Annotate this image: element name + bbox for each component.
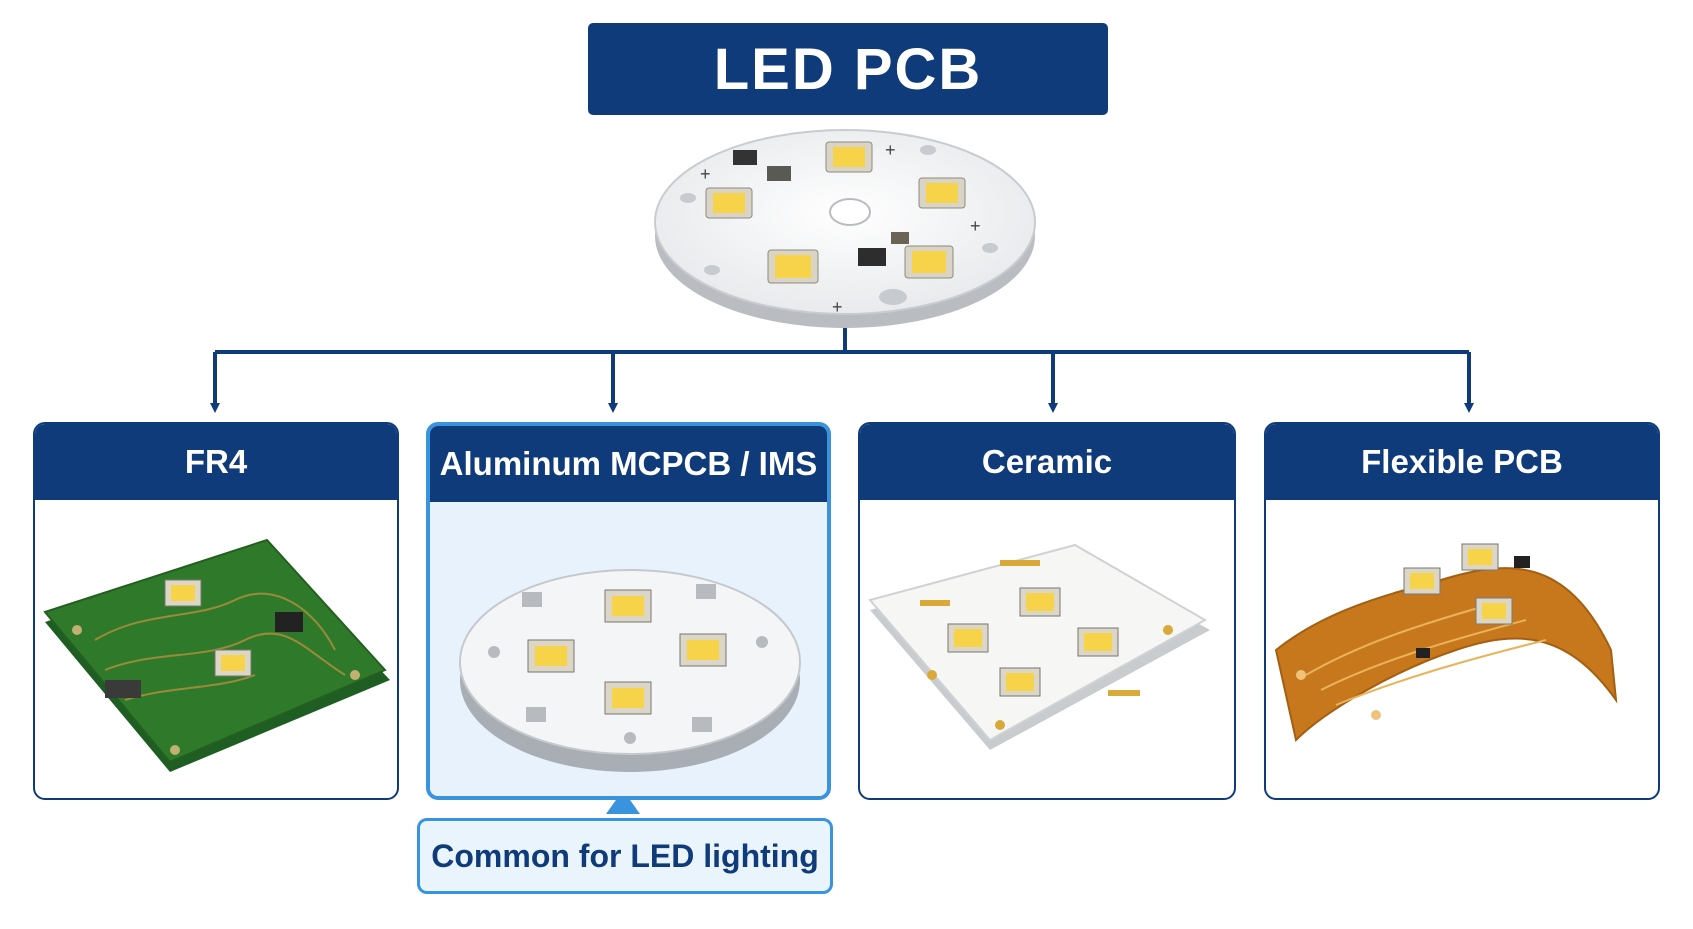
- connector-lines: [210, 328, 1474, 413]
- card-body-fr4: [35, 500, 397, 798]
- svg-text:+: +: [970, 216, 981, 236]
- card-ceramic: Ceramic: [858, 422, 1236, 800]
- flexible-pcb-image: [1274, 543, 1618, 742]
- ceramic-board-image: [868, 543, 1210, 750]
- card-body-aluminum: [430, 502, 827, 796]
- card-label-flexible: Flexible PCB: [1361, 443, 1563, 480]
- callout-pointer: [606, 790, 640, 814]
- fr4-board-image: [43, 538, 390, 772]
- card-body-ceramic: [860, 500, 1234, 798]
- title-box: LED PCB: [588, 23, 1108, 115]
- card-header-flexible: Flexible PCB: [1266, 424, 1658, 500]
- card-flexible: Flexible PCB: [1264, 422, 1660, 800]
- card-header-ceramic: Ceramic: [860, 424, 1234, 500]
- aluminum-board-image: [459, 569, 801, 772]
- card-label-aluminum: Aluminum MCPCB / IMS: [439, 445, 818, 482]
- svg-text:+: +: [832, 297, 843, 317]
- card-label-fr4: FR4: [184, 443, 248, 480]
- callout-box: Common for LED lighting: [417, 818, 833, 894]
- card-body-flexible: [1266, 500, 1658, 798]
- card-fr4: FR4: [33, 422, 399, 800]
- card-header-aluminum: Aluminum MCPCB / IMS: [430, 426, 827, 502]
- led-board-image: + + + +: [654, 129, 1036, 328]
- diagram-title: LED PCB: [713, 36, 983, 102]
- callout-text: Common for LED lighting: [431, 837, 819, 874]
- card-aluminum: Aluminum MCPCB / IMS: [426, 422, 831, 800]
- svg-text:+: +: [885, 140, 896, 160]
- svg-text:+: +: [700, 164, 711, 184]
- card-header-fr4: FR4: [35, 424, 397, 500]
- card-label-ceramic: Ceramic: [981, 443, 1113, 480]
